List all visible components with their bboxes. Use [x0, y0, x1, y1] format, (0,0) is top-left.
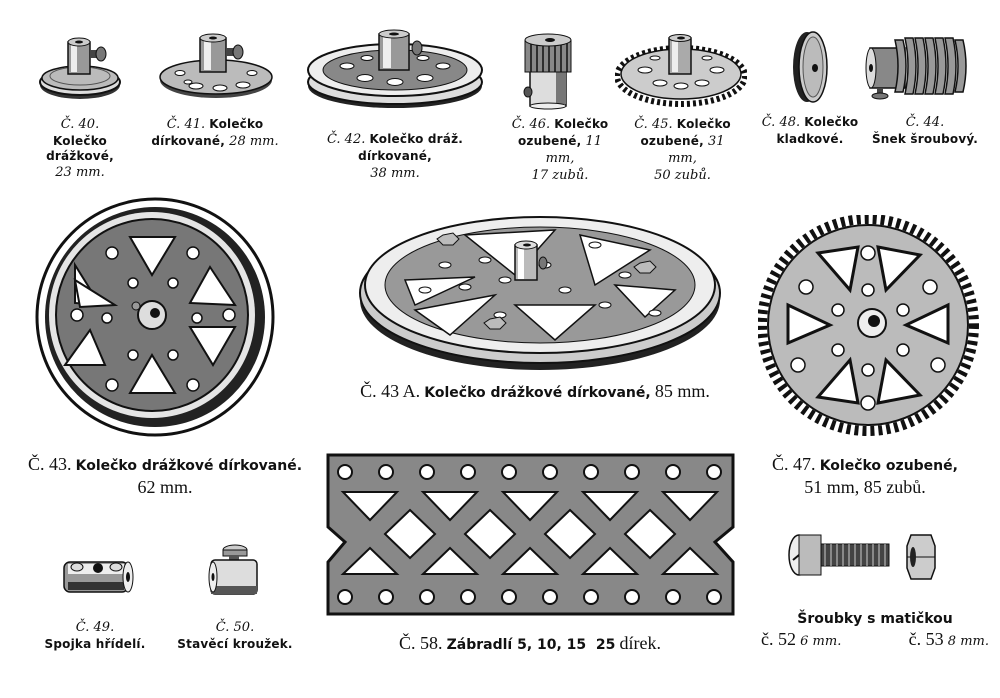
part-47-number: Č. 47. — [772, 454, 816, 474]
part-44-worm-illustration — [865, 30, 975, 102]
strip-hole — [378, 589, 394, 605]
part-40-pulley-illustration — [35, 30, 125, 105]
part-44-number: Č. 44. — [905, 115, 945, 130]
part-46-caption: Č. 46. Kolečko ozubené, 11 mm, 17 zubů. — [505, 117, 615, 185]
part-53-size: 8 mm. — [947, 634, 989, 650]
strip-hole — [706, 589, 722, 605]
part-50-number: Č. 50. — [215, 620, 255, 635]
part-53-number: č. 53 — [908, 629, 944, 650]
strip-hole — [665, 589, 681, 605]
strip-hole — [460, 589, 476, 605]
part-47-caption: Č. 47. Kolečko ozubené, 51 mm, 85 zubů. — [745, 453, 985, 500]
strip-hole — [583, 589, 599, 605]
part-42-pulley-illustration — [305, 28, 485, 110]
part-50-name: Stavěcí kroužek. — [177, 636, 293, 651]
part-43a-wheel-illustration — [355, 205, 725, 375]
part-52-53-caption: Šroubky s matičkou č. 52 6 mm. č. 53 8 m… — [755, 610, 995, 652]
strip-hole — [501, 589, 517, 605]
part-43a-size: 85 mm. — [654, 381, 710, 401]
part-42-name: Kolečko dráž. dírkované, — [358, 132, 464, 163]
part-40-caption: Č. 40. Kolečko drážkové, 23 mm. — [20, 117, 140, 182]
part-58-strip-illustration — [325, 452, 737, 617]
part-40-number: Č. 40. — [60, 117, 100, 132]
part-43a-caption: Č. 43 A. Kolečko drážkové dírkované, 85 … — [330, 380, 740, 403]
part-44-caption: Č. 44. Šnek šroubový. — [870, 115, 980, 147]
part-43-size: 62 mm. — [137, 477, 193, 498]
part-48-name-2: kladkové. — [776, 131, 844, 146]
part-46-name: Kolečko — [554, 117, 609, 131]
part-58-number: Č. 58. — [398, 633, 443, 653]
part-41-size: 28 mm. — [229, 133, 279, 149]
strip-hole — [542, 589, 558, 605]
strip-hole — [583, 464, 599, 480]
part-52-bolt-illustration — [785, 530, 895, 580]
part-42-caption: Č. 42. Kolečko dráž. dírkované, 38 mm. — [290, 132, 500, 183]
part-41-caption: Č. 41. Kolečko dírkované, 28 mm. — [150, 117, 280, 151]
strip-hole — [419, 589, 435, 605]
part-48-number: Č. 48. — [761, 115, 801, 130]
part-49-name: Spojka hřídelí. — [44, 636, 146, 651]
part-46-number: Č. 46. — [511, 117, 551, 132]
strip-hole — [460, 464, 476, 480]
part-45-gear-illustration — [615, 30, 747, 108]
part-58-suffix: dírek. — [619, 633, 662, 653]
part-40-size: 23 mm. — [55, 165, 105, 181]
part-46-pinion-illustration — [520, 30, 580, 110]
strip-hole — [665, 464, 681, 480]
strip-hole — [624, 589, 640, 605]
part-41-name: Kolečko — [209, 117, 264, 131]
part-45-name: Kolečko — [676, 117, 731, 131]
part-58-caption: Č. 58. Zábradlí 5, 10, 15 25 dírek. — [360, 632, 700, 655]
part-52-number: č. 52 — [761, 629, 796, 650]
strip-hole — [419, 464, 435, 480]
part-42-size: 38 mm. — [370, 165, 420, 181]
strip-hole — [337, 464, 353, 480]
part-41-name-2: dírkované, — [151, 133, 226, 148]
part-41-number: Č. 41. — [166, 117, 206, 132]
part-53-nut-illustration — [905, 532, 937, 582]
strip-hole — [378, 464, 394, 480]
part-48-name: Kolečko — [804, 115, 859, 129]
part-49-caption: Č. 49. Spojka hřídelí. — [40, 620, 150, 652]
part-43a-name: Kolečko drážkové dírkované, — [424, 385, 651, 401]
part-41-bush-wheel-illustration — [158, 30, 278, 105]
part-45-number: Č. 45. — [634, 117, 673, 132]
part-43-number: Č. 43. — [27, 454, 72, 474]
part-40-name: Kolečko drážkové, — [46, 133, 114, 164]
part-45-name-2: ozubené, — [640, 133, 704, 148]
part-58-name: Zábradlí 5, 10, 15 25 — [446, 637, 616, 653]
part-44-name: Šnek šroubový. — [871, 131, 979, 146]
part-48-caption: Č. 48. Kolečko kladkové. — [755, 115, 865, 147]
part-46-size: 11 mm, — [545, 133, 603, 166]
part-46-name-2: ozubené, — [517, 133, 582, 148]
part-45-caption: Č. 45. Kolečko ozubené, 31 mm, 50 zubů. — [625, 117, 740, 185]
part-42-number: Č. 42. — [326, 132, 366, 147]
strip-hole — [337, 589, 353, 605]
part-43-name: Kolečko drážkové dírkované. — [75, 458, 303, 474]
part-43-wheel-illustration — [35, 195, 280, 440]
strip-hole — [542, 464, 558, 480]
part-43-caption: Č. 43. Kolečko drážkové dírkované. 62 mm… — [10, 453, 320, 500]
part-49-number: Č. 49. — [75, 620, 115, 635]
strip-hole — [501, 464, 517, 480]
part-50-collar-illustration — [205, 540, 265, 600]
part-52-size: 6 mm. — [800, 634, 842, 650]
part-47-gear-illustration — [758, 215, 983, 440]
part-49-coupling-illustration — [60, 558, 135, 596]
part-47-name: Kolečko ozubené, — [819, 458, 958, 474]
part-43a-number: Č. 43 A. — [360, 381, 421, 401]
part-47-size: 51 mm, 85 zubů. — [804, 477, 926, 498]
strip-hole — [624, 464, 640, 480]
part-45-size: 31 mm, — [668, 133, 725, 166]
part-45-teeth: 50 zubů. — [654, 167, 711, 183]
strip-hole — [706, 464, 722, 480]
part-50-caption: Č. 50. Stavěcí kroužek. — [175, 620, 295, 652]
bolts-title: Šroubky s matičkou — [797, 611, 953, 627]
part-46-teeth: 17 zubů. — [531, 167, 589, 183]
part-48-pulley-wheel-illustration — [785, 30, 835, 105]
